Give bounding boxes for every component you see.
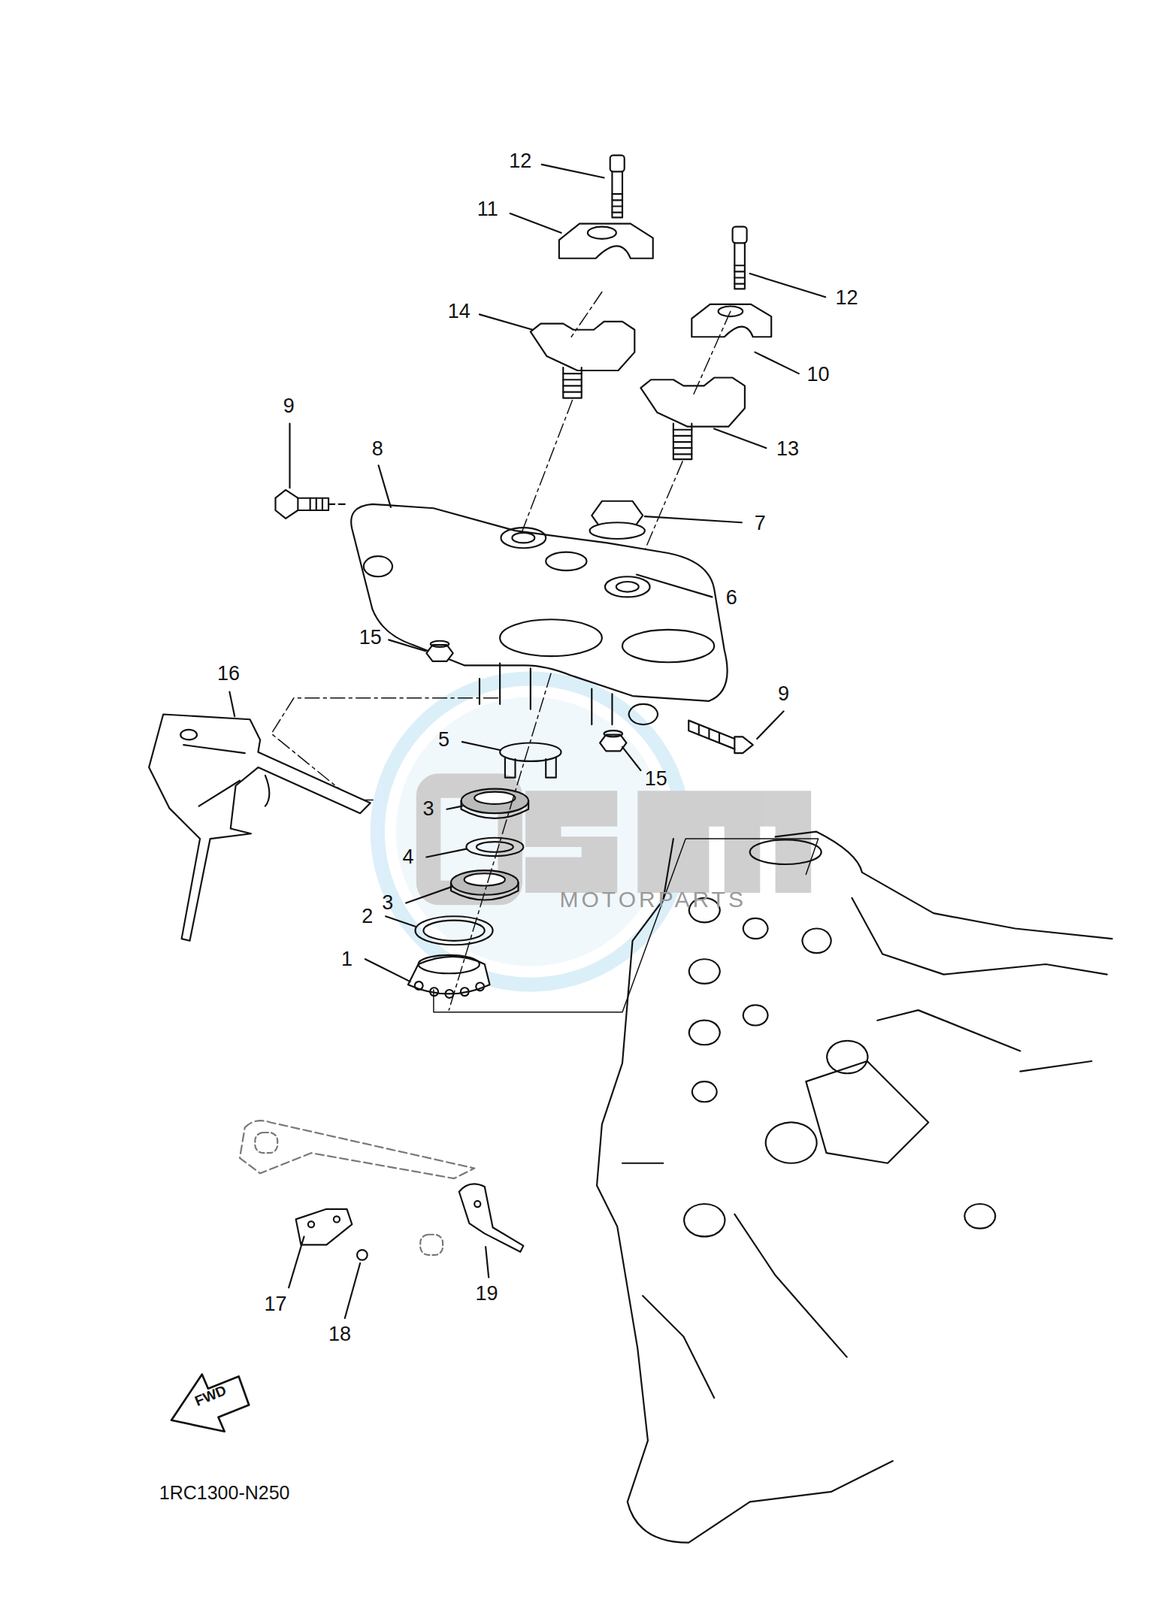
callout-number: 14 <box>447 301 471 322</box>
callout-number: 3 <box>381 892 394 914</box>
callout-number: 9 <box>283 396 295 417</box>
callout-number: 12 <box>508 151 532 172</box>
callout-number: 10 <box>807 364 830 385</box>
callout-number: 19 <box>475 1283 498 1305</box>
callout-number: 13 <box>776 438 799 460</box>
callout-number: 12 <box>835 287 859 309</box>
callout-number: 7 <box>754 513 766 534</box>
callout-number: 1 <box>341 948 353 969</box>
callout-number: 2 <box>361 905 373 926</box>
callout-number: 3 <box>423 798 435 820</box>
callout-number: 4 <box>402 847 414 868</box>
callout-number: 9 <box>777 683 790 705</box>
callout-number: 15 <box>644 768 668 789</box>
callout-number: 15 <box>359 627 382 648</box>
watermark-text: MOTORPARTS <box>559 888 747 911</box>
figure-code: 1RC1300-N250 <box>159 1482 291 1502</box>
callout-number: 16 <box>217 662 240 684</box>
callout-number: 5 <box>438 729 450 751</box>
callout-number: 17 <box>263 1293 287 1314</box>
callout-number: 11 <box>477 199 499 220</box>
callout-number: 8 <box>372 438 384 460</box>
callout-number: 6 <box>726 587 738 609</box>
callout-number: 18 <box>328 1324 352 1345</box>
watermark-logo <box>377 678 811 985</box>
